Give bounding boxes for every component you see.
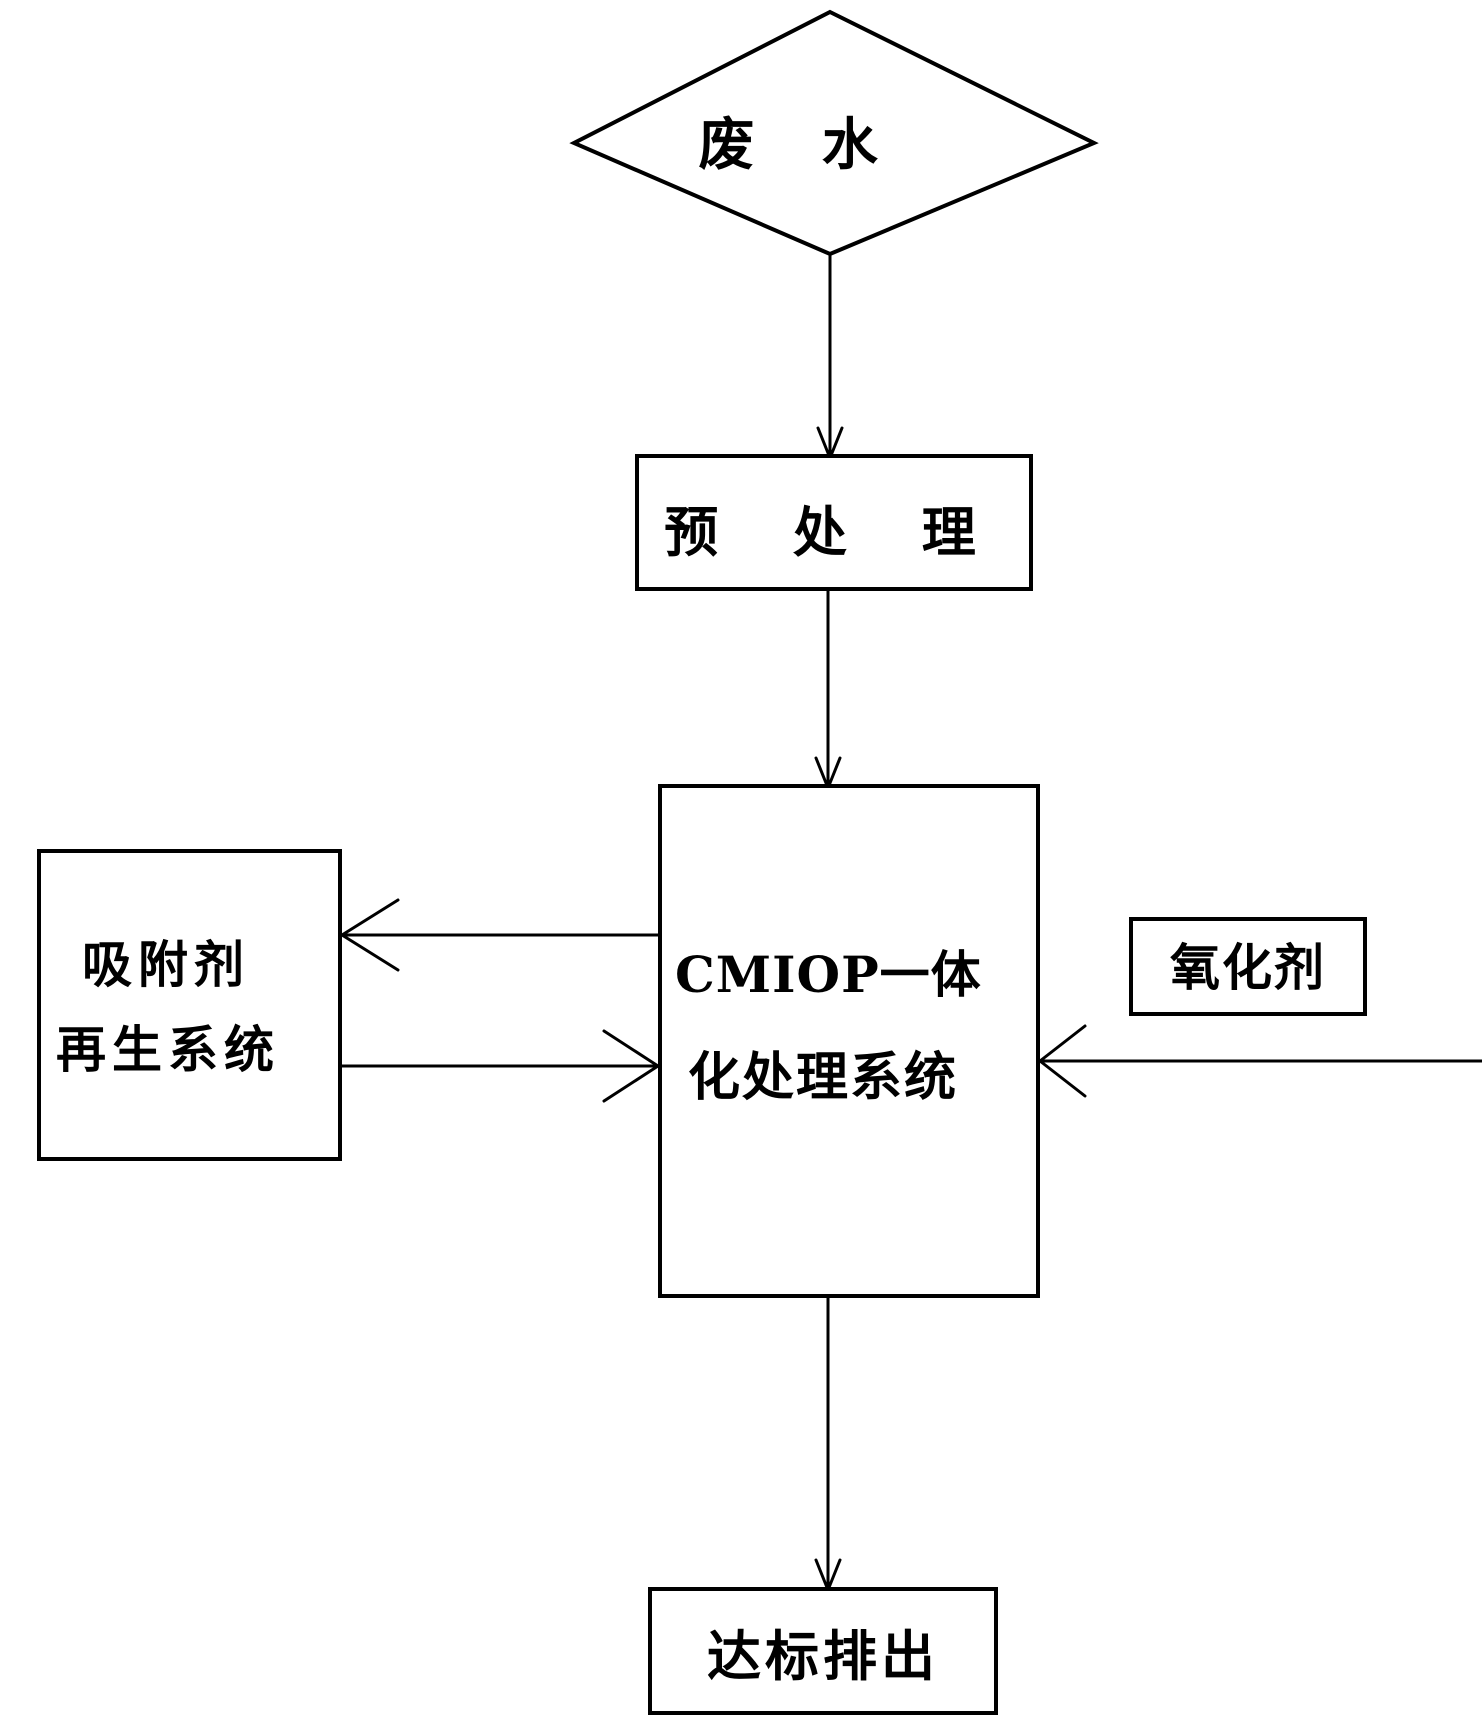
pretreatment-label: 预 处 理: [664, 500, 1004, 564]
center-system-label-line1: CMIOP一体: [675, 945, 982, 1004]
center-system-label-line2: 化处理系统: [688, 1047, 959, 1108]
center-system-box: [658, 784, 1040, 1298]
regeneration-box: [37, 849, 342, 1161]
oxidizer-label: 氧化剂: [1170, 938, 1326, 997]
source-label: 废 水: [698, 112, 902, 178]
pretreatment-box: [635, 454, 1033, 591]
output-box: [648, 1587, 998, 1715]
arrowhead-left: [1038, 1024, 1087, 1098]
oxidizer-box: [1129, 917, 1367, 1016]
regeneration-label-line1: 吸附剂: [82, 935, 250, 994]
arrowhead-left: [340, 898, 400, 972]
output-label: 达标排出: [707, 1624, 939, 1688]
regeneration-label-line2: 再生系统: [56, 1020, 280, 1079]
arrowhead-right: [602, 1029, 660, 1103]
